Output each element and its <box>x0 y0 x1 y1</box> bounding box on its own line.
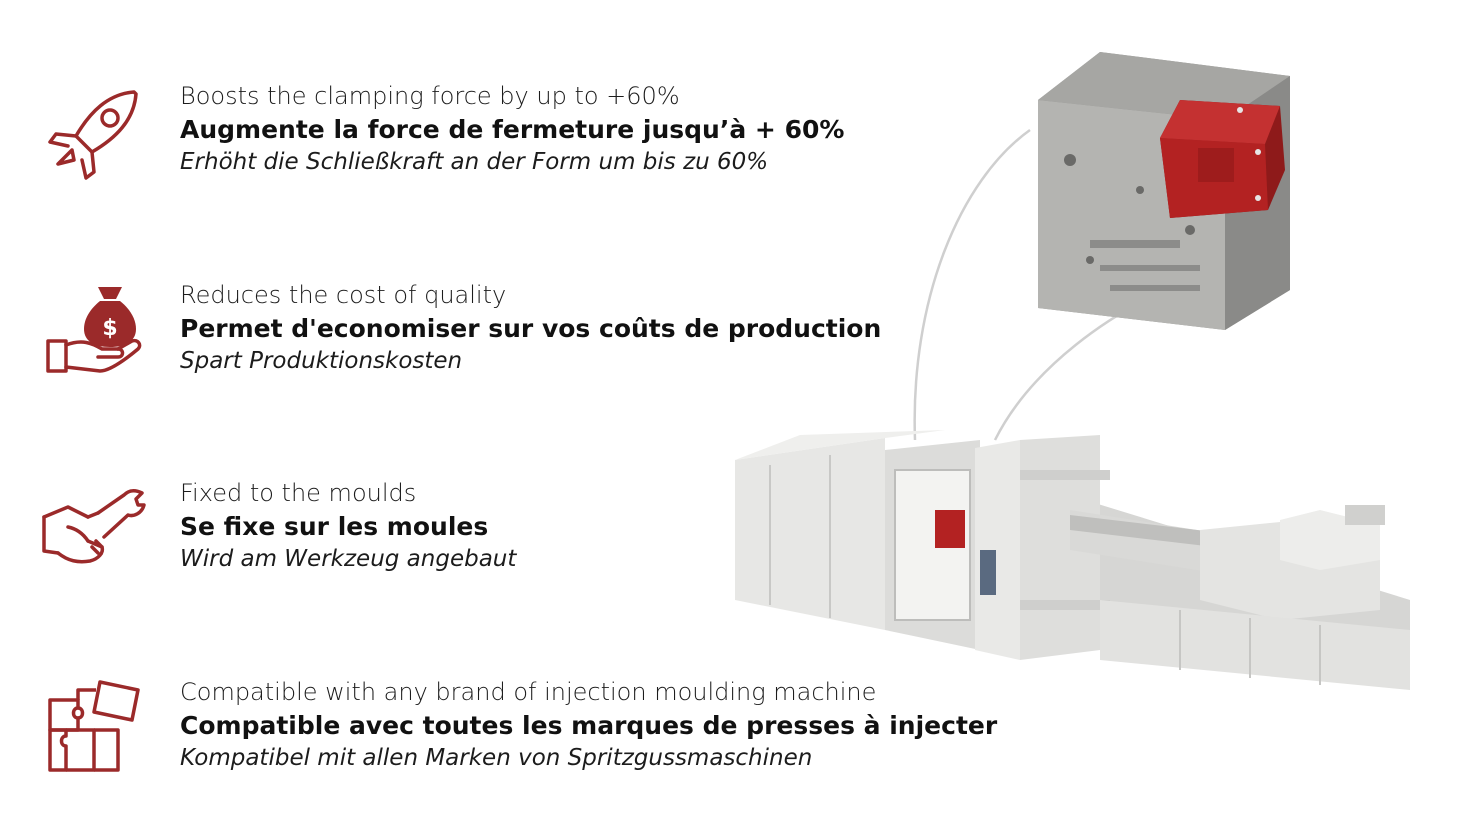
rocket-icon <box>48 90 138 180</box>
feature-en-text: Boosts the clamping force by up to +60% <box>180 82 680 110</box>
feature-fr-text: Compatible avec toutes les marques de pr… <box>180 711 998 740</box>
feature-fr-text: Se fixe sur les moules <box>180 512 489 541</box>
feature-clamping-force: Boosts the clamping force by up to +60% … <box>38 80 1038 190</box>
puzzle-icon <box>48 680 140 772</box>
feature-en-text: Reduces the cost of quality <box>180 281 507 309</box>
feature-de-text: Spart Produktionskosten <box>180 348 463 374</box>
mould-block <box>1038 52 1290 330</box>
money-bag-hand-icon: $ <box>46 287 142 373</box>
injection-moulding-machine-illustration <box>735 52 1410 690</box>
feature-en-text: Fixed to the moulds <box>180 479 417 507</box>
feature-de-text: Kompatibel mit allen Marken von Spritzgu… <box>180 745 813 771</box>
injection-machine <box>735 430 1410 690</box>
feature-compatibility: Compatible with any brand of injection m… <box>38 676 1038 786</box>
feature-cost-of-quality: $ Reduces the cost of quality Permet d'e… <box>38 279 1038 389</box>
feature-de-text: Wird am Werkzeug angebaut <box>180 546 517 572</box>
handshake-wrench-icon <box>42 489 146 564</box>
feature-fr-text: Permet d'economiser sur vos coûts de pro… <box>180 314 882 343</box>
feature-de-text: Erhöht die Schließkraft an der Form um b… <box>180 149 769 175</box>
svg-text:$: $ <box>102 316 117 341</box>
feature-fixed-to-moulds: Fixed to the moulds Se fixe sur les moul… <box>38 477 1038 587</box>
feature-fr-text: Augmente la force de fermeture jusqu’à +… <box>180 115 845 144</box>
feature-en-text: Compatible with any brand of injection m… <box>180 678 877 706</box>
